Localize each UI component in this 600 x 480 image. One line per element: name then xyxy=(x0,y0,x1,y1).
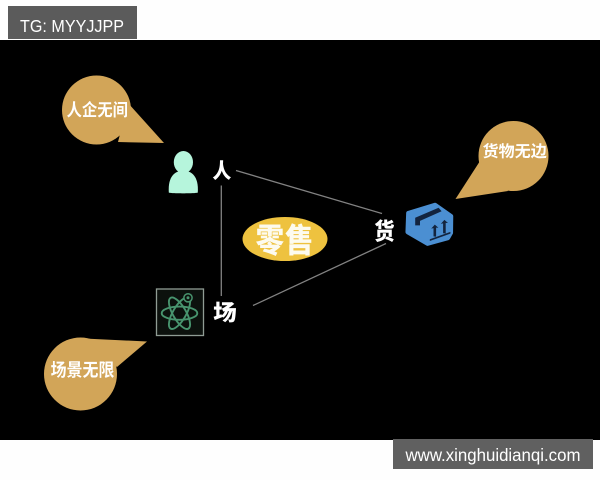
svg-text:TG: MYYJJPP: TG: MYYJJPP xyxy=(20,16,124,36)
svg-text:www.xinghuidianqi.com: www.xinghuidianqi.com xyxy=(405,445,581,465)
